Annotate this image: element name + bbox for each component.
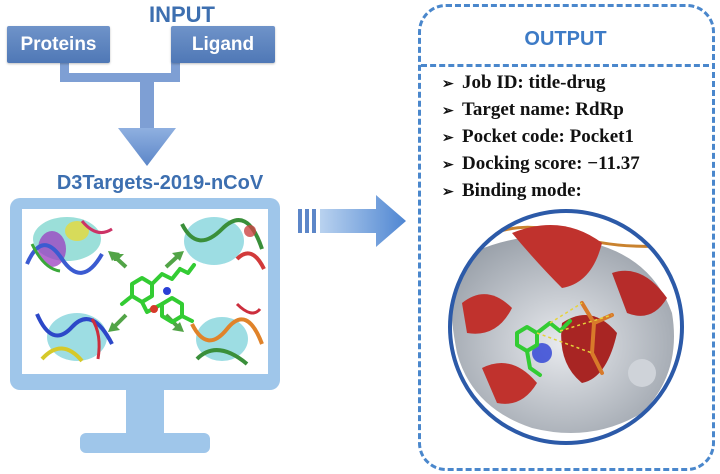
server-screen (25, 217, 266, 366)
output-title: OUTPUT (524, 28, 607, 50)
list-item: ➢Target name: RdRp (442, 96, 702, 123)
list-item: ➢Pocket code: Pocket1 (442, 123, 702, 150)
right-arrow-icon (298, 195, 406, 247)
binding-pocket-icon (448, 209, 684, 445)
input-title: INPUT (149, 2, 215, 27)
proteins-box: Proteins (7, 26, 110, 63)
down-arrow-icon (118, 128, 176, 166)
output-panel (418, 4, 715, 471)
server-title: D3Targets-2019-nCoV (56, 172, 264, 194)
protein-structure-icon (35, 313, 114, 363)
output-list: ➢Job ID: title-drug ➢Target name: RdRp ➢… (442, 69, 702, 204)
list-item: ➢Job ID: title-drug (442, 69, 702, 96)
list-item: ➢Docking score: −11.37 (442, 150, 702, 177)
protein-structure-icon (180, 217, 266, 270)
input-connector (60, 53, 180, 140)
bullet-arrow-icon: ➢ (442, 158, 454, 173)
green-arrows (108, 251, 184, 332)
bullet-arrow-icon: ➢ (442, 77, 454, 92)
ligand-molecule-icon (120, 263, 196, 324)
bullet-arrow-icon: ➢ (442, 131, 454, 146)
list-item: ➢Binding mode: (442, 177, 702, 204)
protein-structure-icon (25, 217, 113, 275)
bullet-arrow-icon: ➢ (442, 104, 454, 119)
protein-structure-icon (190, 302, 264, 366)
bullet-arrow-icon: ➢ (442, 185, 454, 200)
ligand-box: Ligand (171, 26, 275, 63)
output-divider (421, 64, 709, 67)
